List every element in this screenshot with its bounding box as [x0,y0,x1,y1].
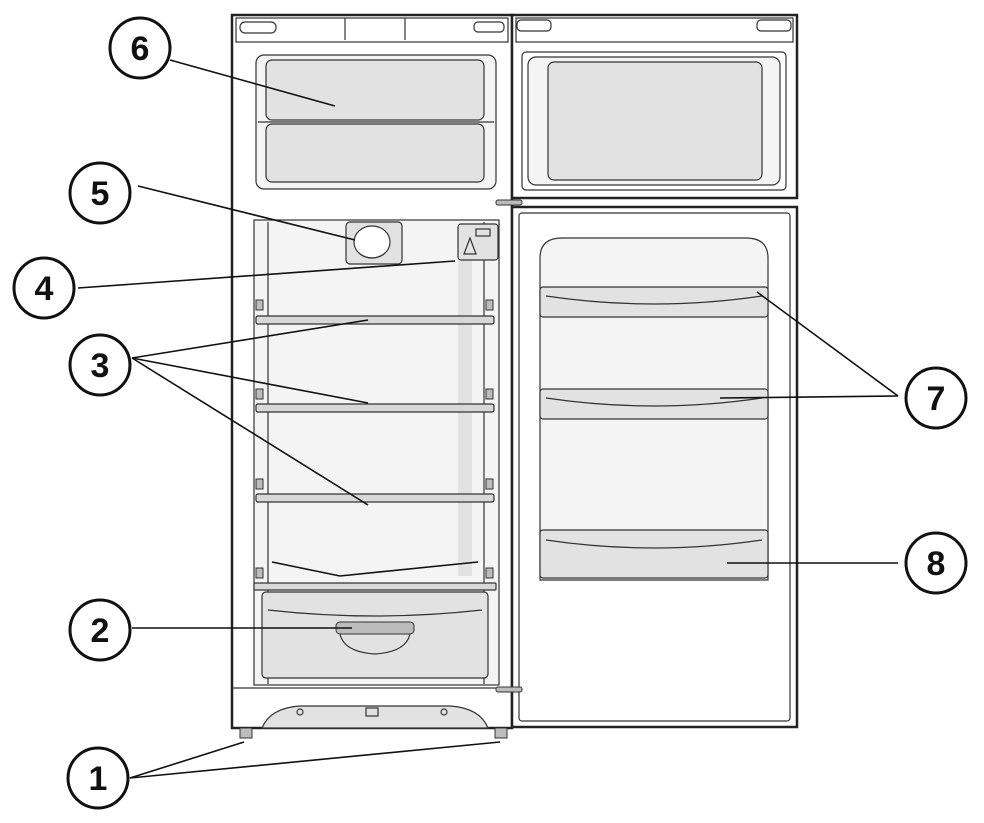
fridge-cabinet [230,13,514,739]
callout-3-label: 3 [91,347,110,385]
callout-4-label: 4 [35,270,54,308]
callout-4: 4 [12,256,76,320]
callout-6-label: 6 [131,30,150,68]
callout-5: 5 [68,161,132,225]
callout-6: 6 [108,16,172,80]
callout-8: 8 [904,531,968,595]
callout-2-label: 2 [91,612,110,650]
bottle-balcony [539,529,769,579]
callout-7: 7 [904,366,968,430]
callout-3: 3 [68,333,132,397]
freezer-door [495,13,799,206]
callout-1: 1 [66,746,130,810]
callout-8-label: 8 [927,545,946,583]
callout-2: 2 [68,598,132,662]
door-balconies [539,286,769,420]
adjustable-feet [239,727,508,739]
freezer-compartment [255,54,497,190]
interior-light [457,223,499,261]
crisper-drawer [261,591,489,679]
thermostat-knob [345,221,403,265]
callout-1-label: 1 [89,760,108,798]
callout-7-label: 7 [927,380,946,418]
leader-lines [77,59,899,779]
fridge-door [495,205,799,729]
bottom-plinth [232,687,512,729]
glass-shelves [253,299,497,591]
callout-5-label: 5 [91,175,110,213]
